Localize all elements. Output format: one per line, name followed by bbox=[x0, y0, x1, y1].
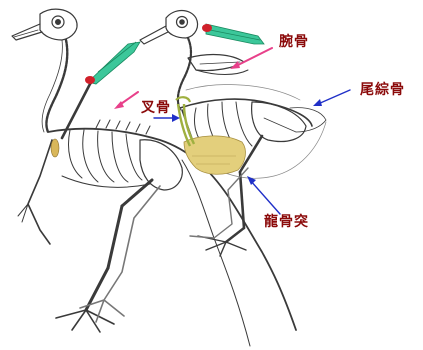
label-keel: 龍骨突 bbox=[264, 214, 309, 230]
right-tarsometatarsus bbox=[226, 228, 244, 242]
label-wrist-bone: 腕骨 bbox=[279, 34, 309, 50]
left-tail bbox=[182, 160, 250, 346]
left-toes bbox=[56, 310, 114, 332]
left-forelimb bbox=[28, 140, 52, 244]
label-pygostyle: 尾綜骨 bbox=[360, 82, 405, 98]
pink-arrow-wrist bbox=[236, 48, 272, 66]
left-tibia bbox=[108, 206, 122, 268]
right-wing-green-bones bbox=[202, 24, 264, 44]
label-furcula: 叉骨 bbox=[141, 100, 171, 116]
pointer-arrows bbox=[114, 48, 350, 214]
left-wrist-joint bbox=[85, 76, 95, 84]
blue-arrow-pygostyle bbox=[318, 90, 350, 104]
left-scapula-highlight bbox=[51, 139, 59, 157]
right-toes bbox=[198, 236, 246, 256]
left-ribs bbox=[69, 130, 143, 182]
left-bird-skeleton bbox=[12, 9, 296, 346]
left-neck-vertebrae bbox=[46, 40, 67, 132]
blue-arrow-keel bbox=[250, 180, 280, 214]
left-wing-green-bones bbox=[85, 42, 140, 84]
left-beak bbox=[12, 24, 42, 40]
right-beak bbox=[140, 26, 168, 44]
left-spine bbox=[48, 129, 296, 330]
right-wrist-joint bbox=[202, 24, 212, 32]
left-tarsometatarsus bbox=[86, 268, 108, 310]
left-humerus bbox=[62, 84, 90, 138]
